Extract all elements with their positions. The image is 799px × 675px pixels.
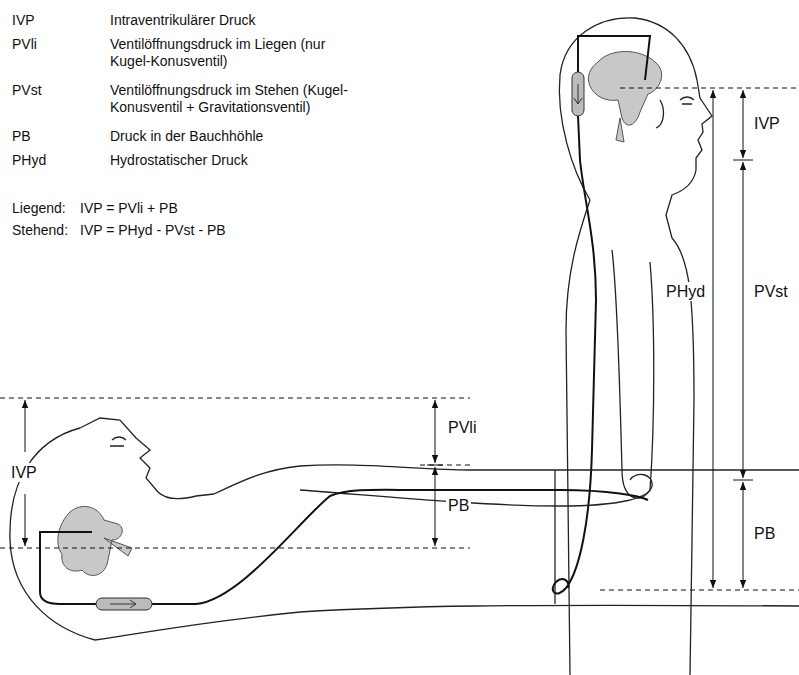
reference-line [600,88,799,590]
abbreviation: PB [12,128,31,145]
dimension-arrow [435,400,436,463]
abbreviation: PHyd [12,152,46,169]
eye [680,97,694,104]
dimension-label: PVli [446,418,478,437]
body-front [672,238,694,675]
dimension-label: IVP [9,463,39,482]
ear [656,100,663,128]
definition: Druck in der Bauchhöhle [110,128,263,145]
abbreviation: IVP [12,12,35,29]
standing-figure [559,18,712,675]
valve-arrow [110,600,136,608]
valve [96,598,152,610]
dimension-label: IVP [752,114,782,133]
definition: Ventilöffnungsdruck im Liegen (nur Kugel… [110,36,360,70]
dimension-arrow [435,467,436,546]
tick [427,465,443,466]
dimension-label: PB [446,496,471,515]
catheter [40,490,648,604]
ventricles [588,52,661,143]
formula: IVP = PHyd - PVst - PB [80,222,226,239]
definition: Intraventrikulärer Druck [110,12,256,29]
head-outline [10,418,214,640]
formula: IVP = PVli + PB [80,200,178,217]
dimension-lines [0,88,799,590]
dimension-arrow [743,90,744,158]
definition: Ventilöffnungsdruck im Stehen (Kugel-Kon… [110,82,375,116]
formula-label: Stehend: [12,222,68,239]
dimension-label: PB [752,524,777,543]
body-back [566,200,590,675]
ventricles [58,506,132,575]
dimension-arrow [713,90,714,588]
abbreviation: PVst [12,82,42,99]
valve-arrow [574,84,582,104]
definition: Hydrostatischer Druck [110,152,248,169]
body-bottom [95,605,799,640]
dimension-arrow [25,494,26,546]
dimension-label: PHyd [664,282,707,301]
dimension-arrow [743,482,744,588]
arm [612,250,654,498]
lying-figure [10,418,799,640]
formula-label: Liegend: [12,200,66,217]
eye [110,437,126,446]
dimension-label: PVst [752,282,790,301]
head-outline [559,18,712,238]
catheter [553,36,650,594]
reference-line [0,398,470,548]
dimension-arrow [743,162,744,478]
dimension-arrow [25,400,26,452]
tick [733,160,753,480]
valve [572,72,584,116]
abbreviation: PVli [12,36,37,53]
